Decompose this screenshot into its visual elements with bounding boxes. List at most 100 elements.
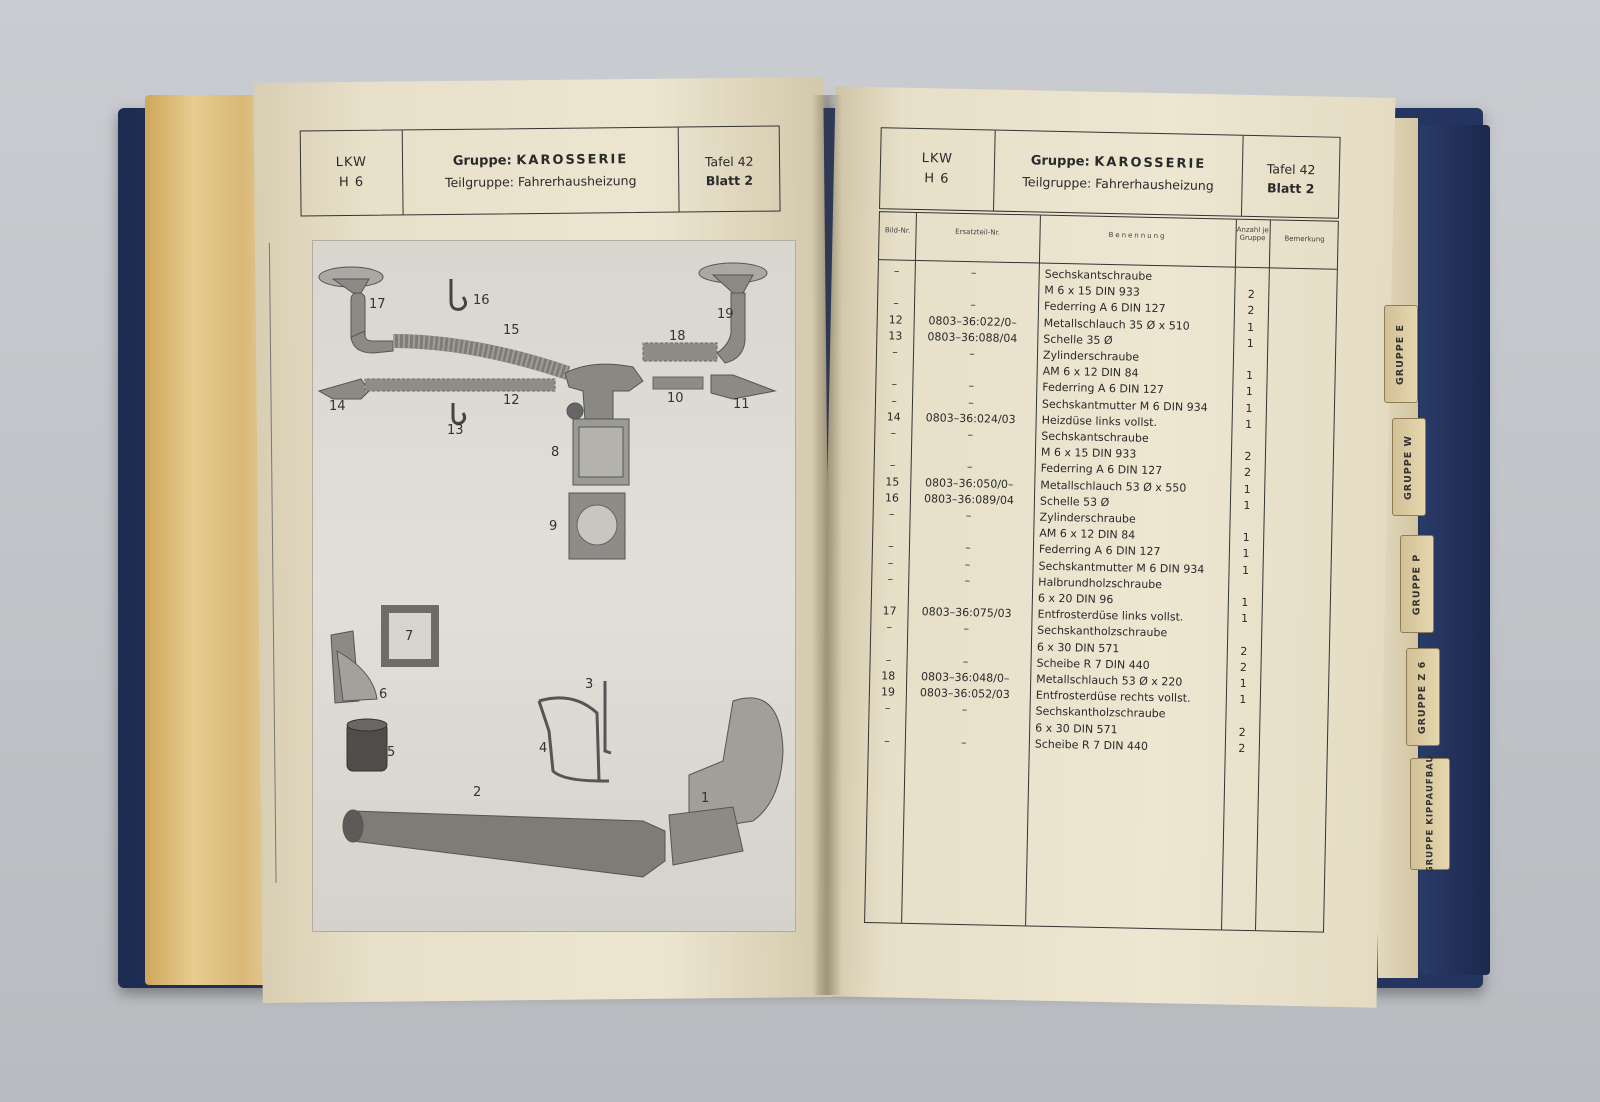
subgroup-label: Teilgruppe: Fahrerhausheizung — [1022, 174, 1214, 194]
group-title: Gruppe: KAROSSERIE — [452, 152, 629, 169]
cell-anzahl: 2 — [1238, 725, 1246, 739]
cell-ersatzteil — [911, 443, 1029, 445]
cell-bild: – — [887, 556, 894, 570]
cell-anzahl: 1 — [1245, 385, 1253, 399]
tab-gruppe-p[interactable]: GRUPPE P — [1400, 535, 1434, 633]
part-1-duct — [668, 697, 784, 866]
callout-13: 13 — [447, 423, 464, 438]
right-header: LKW H 6 Gruppe: KAROSSERIE Teilgruppe: F… — [879, 127, 1341, 219]
th-benennung: Benennung — [1108, 230, 1167, 241]
cell-ersatzteil: 0803–36:075/03 — [921, 605, 1012, 621]
cell-ersatzteil: – — [964, 573, 971, 587]
cell-bild: 19 — [880, 685, 896, 699]
cell-bild — [873, 523, 909, 524]
cell-anzahl — [1230, 709, 1256, 710]
cell-anzahl: 1 — [1246, 336, 1254, 350]
callout-5: 5 — [387, 745, 396, 760]
callout-7: 7 — [405, 629, 414, 644]
cell-ersatzteil: – — [970, 266, 977, 280]
cell-benennung: Metallschlauch 53 Ø x 550 — [1040, 478, 1187, 495]
cell-ersatzteil: – — [966, 460, 973, 474]
cell-benennung: M 6 x 15 DIN 933 — [1044, 283, 1140, 299]
cell-anzahl: 1 — [1239, 676, 1247, 690]
cell-ersatzteil — [908, 589, 1026, 591]
cell-bild — [871, 637, 907, 638]
cell-anzahl: 2 — [1247, 304, 1255, 318]
cell-anzahl: 1 — [1244, 417, 1253, 431]
cell-ersatzteil: – — [969, 347, 975, 361]
group-title: Gruppe: KAROSSERIE — [1030, 153, 1207, 173]
cell-benennung: Sechskantmutter M 6 DIN 934 — [1041, 397, 1208, 414]
callout-3: 3 — [585, 677, 594, 692]
cell-anzahl: 1 — [1243, 498, 1251, 512]
part-8-splitter — [564, 363, 644, 486]
cell-ersatzteil: 0803–36:024/03 — [925, 410, 1016, 426]
cell-bild: – — [890, 426, 897, 440]
cell-ersatzteil — [905, 718, 1023, 720]
cell-ersatzteil: – — [965, 541, 971, 555]
cell-ersatzteil: – — [967, 428, 974, 442]
blatt-label: Blatt 2 — [1266, 179, 1315, 196]
cell-benennung: Halbrundholzschraube — [1038, 575, 1163, 591]
cell-benennung: Sechskantschraube — [1041, 429, 1149, 445]
book-gutter — [812, 95, 842, 995]
cell-benennung: Sechskantmutter M 6 DIN 934 — [1038, 559, 1205, 576]
cell-anzahl — [1235, 434, 1261, 435]
cell-benennung: 6 x 30 DIN 571 — [1035, 721, 1118, 736]
left-page-margin-line — [268, 242, 277, 883]
part-17-defroster-left — [318, 266, 394, 354]
cell-bild: – — [887, 572, 894, 586]
cell-ersatzteil: 0803–36:089/04 — [923, 491, 1015, 507]
vehicle-label: LKW — [921, 151, 954, 167]
cell-ersatzteil: – — [964, 557, 971, 571]
cell-ersatzteil — [909, 524, 1027, 526]
blatt-label: Blatt 2 — [705, 172, 754, 188]
cell-anzahl: 2 — [1240, 644, 1248, 658]
part-3-4-bracket — [537, 681, 612, 783]
cell-benennung: Metallschlauch 35 Ø x 510 — [1043, 316, 1190, 333]
cell-benennung: Schelle 53 Ø — [1039, 494, 1110, 509]
tab-gruppe-e[interactable]: GRUPPE E — [1384, 305, 1418, 403]
cell-anzahl: 1 — [1243, 482, 1251, 496]
cell-benennung: Entfrosterdüse rechts vollst. — [1035, 688, 1191, 705]
callout-17: 17 — [369, 297, 386, 312]
cell-bild: – — [888, 539, 894, 553]
part-7-gasket — [381, 605, 439, 667]
callout-2: 2 — [473, 785, 482, 800]
part-2-long-duct — [342, 809, 666, 878]
tafel-cell: Tafel 42 Blatt 2 — [1242, 136, 1339, 218]
cell-bild — [875, 442, 911, 443]
cell-benennung: Scheibe R 7 DIN 440 — [1034, 737, 1149, 753]
cell-bild: – — [889, 458, 896, 472]
cell-ersatzteil: – — [965, 509, 972, 523]
cell-anzahl: 1 — [1245, 369, 1254, 383]
part-6-elbow — [330, 630, 378, 704]
part-5-sleeve — [346, 718, 388, 772]
parts-illustration — [317, 262, 784, 878]
cell-benennung: Sechskantholzschraube — [1035, 704, 1166, 721]
cell-anzahl — [1232, 579, 1258, 580]
parts-photo: 17 16 15 18 19 14 12 13 10 11 8 9 7 6 5 … — [312, 240, 796, 932]
vehicle-label: LKW — [335, 154, 367, 171]
cell-anzahl — [1237, 353, 1263, 354]
cell-anzahl: 1 — [1241, 595, 1249, 609]
cell-benennung: AM 6 x 12 DIN 84 — [1042, 364, 1139, 380]
cell-benennung: AM 6 x 12 DIN 84 — [1039, 526, 1136, 542]
table-header: Bild-Nr. Ersatzteil-Nr. Benennung Anzahl… — [878, 212, 1338, 270]
left-header: LKW H 6 Gruppe: KAROSSERIE Teilgruppe: F… — [299, 125, 781, 217]
cell-benennung: Zylinderschraube — [1039, 510, 1136, 526]
cell-benennung: Federring A 6 DIN 127 — [1038, 542, 1161, 559]
tab-gruppe-z6[interactable]: GRUPPE Z 6 — [1406, 648, 1440, 746]
tab-gruppe-kippaufbau[interactable]: GRUPPE KIPPAUFBAU — [1410, 755, 1450, 873]
callout-15: 15 — [503, 323, 520, 338]
tab-gruppe-w[interactable]: GRUPPE W — [1392, 418, 1426, 516]
cell-bild: 13 — [888, 329, 903, 343]
cell-bild: 14 — [886, 410, 901, 424]
callout-8: 8 — [551, 445, 560, 460]
cell-ersatzteil: 0803–36:088/04 — [927, 330, 1018, 345]
callout-4: 4 — [539, 741, 548, 756]
callout-18: 18 — [669, 329, 686, 344]
cell-bild: – — [891, 377, 898, 391]
cell-ersatzteil: – — [961, 703, 968, 717]
cell-bild: 18 — [881, 669, 896, 683]
